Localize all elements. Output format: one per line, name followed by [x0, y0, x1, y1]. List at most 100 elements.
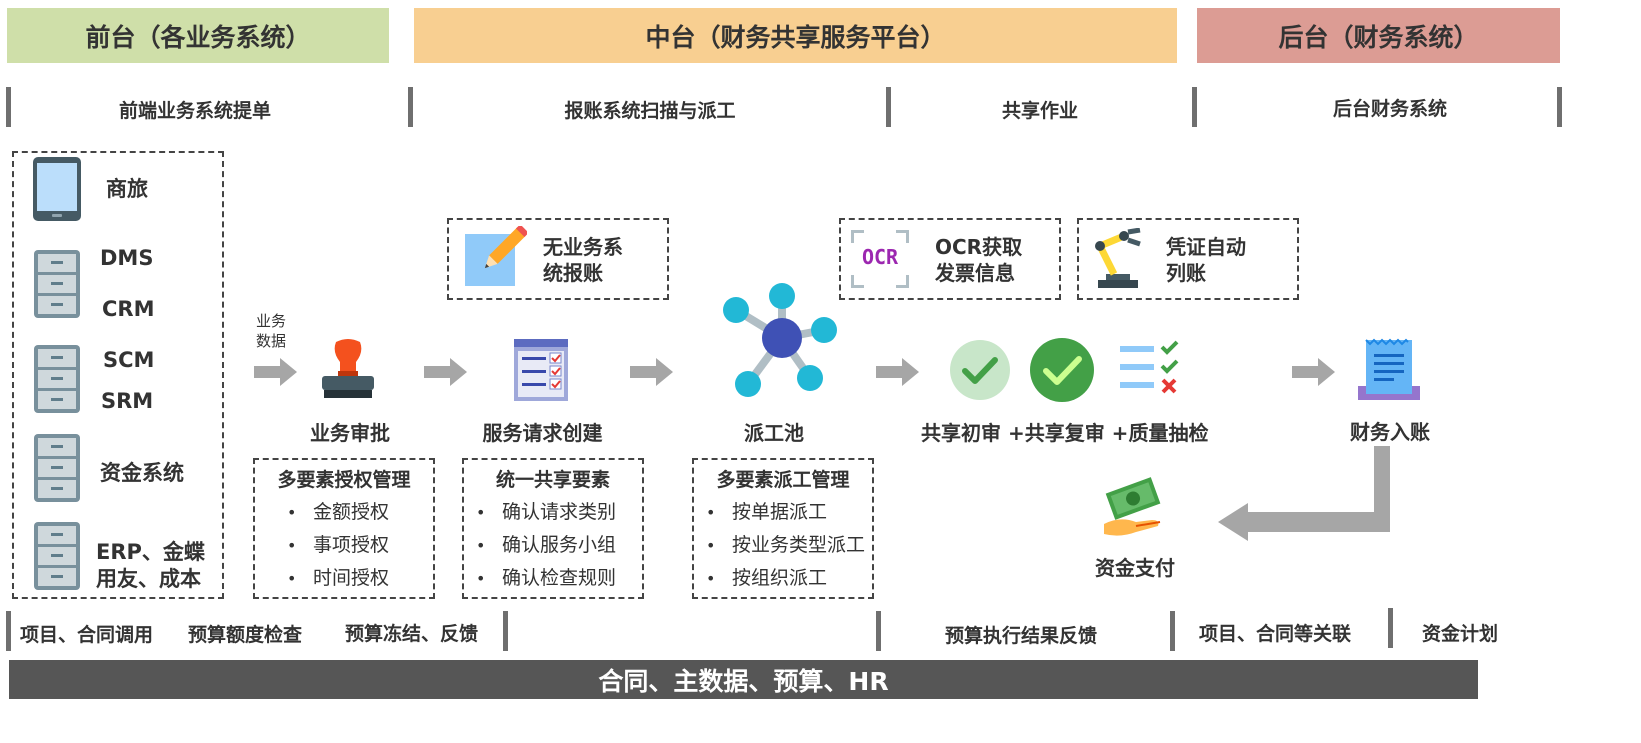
middle-stage-header: 中台（财务共享服务平台） — [414, 8, 1177, 63]
divider — [6, 611, 11, 651]
authorization-group: 多要素授权管理 金额授权 事项授权 时间授权 — [255, 468, 433, 595]
shared-review-label: 共享初审 +共享复审 +质量抽检 — [921, 421, 1209, 445]
server-icon — [34, 434, 80, 502]
project-contract-link: 项目、合同等关联 — [1199, 623, 1352, 645]
divider — [1388, 608, 1393, 648]
ocr-label: OCR获取 发票信息 — [935, 234, 1022, 286]
system-scm: SCM — [103, 348, 155, 372]
ocr-frame — [896, 230, 909, 243]
ocr-frame — [851, 230, 864, 243]
no-system-line1: 无业务系 — [543, 235, 623, 259]
system-crm: CRM — [102, 297, 155, 321]
ocr-badge: OCR — [861, 245, 899, 269]
budget-freeze: 预算冻结、反馈 — [345, 623, 479, 645]
tablet-icon — [33, 157, 81, 221]
system-travel: 商旅 — [106, 177, 148, 201]
network-hub-icon — [723, 283, 837, 397]
list-item: 事项授权 — [287, 529, 433, 562]
list-item: 按单据派工 — [706, 496, 872, 529]
authorization-group-box — [253, 458, 435, 599]
ocr-frame — [896, 275, 909, 288]
server-icon — [34, 522, 80, 590]
robot-arm-icon — [1095, 228, 1141, 288]
funds-plan: 资金计划 — [1422, 623, 1499, 645]
divider — [6, 87, 11, 127]
return-arrow — [1218, 446, 1390, 541]
list-item: 确认请求类别 — [476, 496, 642, 529]
list-item: 按业务类型派工 — [706, 529, 872, 562]
ocr-line1: OCR获取 — [935, 235, 1023, 259]
server-icon — [34, 345, 80, 413]
ocr-frame — [851, 275, 864, 288]
divider — [876, 611, 881, 651]
subheader-scan-dispatch: 报账系统扫描与派工 — [564, 100, 736, 122]
ocr-line2: 发票信息 — [935, 261, 1015, 285]
flow-arrow — [630, 358, 673, 386]
flow-arrow — [424, 358, 467, 386]
divider — [1170, 611, 1175, 651]
divider — [408, 87, 413, 127]
middle-stage-title: 中台（财务共享服务平台） — [645, 22, 946, 52]
voucher-line1: 凭证自动 — [1166, 235, 1246, 259]
divider — [886, 87, 891, 127]
voucher-label: 凭证自动 列账 — [1166, 234, 1246, 286]
dispatch-group-box — [692, 458, 874, 599]
front-stage-title: 前台（各业务系统） — [85, 22, 311, 52]
business-systems-box — [12, 151, 224, 599]
approval-label: 业务审批 — [310, 421, 390, 445]
system-erp-line1: ERP、金蝶 — [96, 540, 205, 564]
divider — [503, 611, 508, 651]
footer-text: 合同、主数据、预算、HR — [598, 666, 889, 696]
system-srm: SRM — [101, 389, 154, 413]
back-stage-title: 后台（财务系统） — [1278, 22, 1479, 52]
dispatch-group: 多要素派工管理 按单据派工 按业务类型派工 按组织派工 — [694, 468, 872, 595]
subheader-front-submit: 前端业务系统提单 — [118, 100, 271, 122]
dispatch-pool-label: 派工池 — [744, 421, 804, 445]
posting-label: 财务入账 — [1350, 420, 1430, 444]
form-checklist-icon — [514, 339, 568, 401]
list-item: 按组织派工 — [706, 562, 872, 595]
pencil-note-icon — [465, 226, 527, 286]
ocr-box — [839, 218, 1061, 300]
business-data-line1: 业务 — [256, 312, 287, 330]
budget-check: 预算额度检查 — [188, 624, 303, 646]
footer-bar: 合同、主数据、预算、HR — [9, 660, 1478, 699]
list-item: 确认服务小组 — [476, 529, 642, 562]
front-stage-header: 前台（各业务系统） — [7, 8, 389, 63]
check-circle-icon — [950, 340, 1010, 400]
stamp-icon — [322, 339, 374, 398]
voucher-line2: 列账 — [1166, 261, 1206, 285]
back-stage-header: 后台（财务系统） — [1197, 8, 1560, 63]
project-contract-call: 项目、合同调用 — [20, 624, 154, 646]
check-circle-icon — [1030, 338, 1094, 402]
subheader-back-finance: 后台财务系统 — [1332, 98, 1447, 120]
group-title: 多要素授权管理 — [277, 469, 411, 491]
divider — [1557, 87, 1562, 127]
request-create-label: 服务请求创建 — [482, 421, 603, 445]
no-system-line2: 统报账 — [543, 261, 603, 285]
flow-arrow — [1292, 358, 1335, 386]
system-dms: DMS — [100, 246, 154, 270]
group-title: 多要素派工管理 — [716, 469, 850, 491]
server-icon — [34, 250, 80, 318]
list-item: 金额授权 — [287, 496, 433, 529]
system-erp-line2: 用友、成本 — [96, 567, 201, 591]
flow-arrow — [254, 358, 297, 386]
shared-elements-group-box — [462, 458, 644, 599]
business-data-line2: 数据 — [256, 332, 287, 350]
list-item: 确认检查规则 — [476, 562, 642, 595]
shared-elements-group: 统一共享要素 确认请求类别 确认服务小组 确认检查规则 — [464, 468, 642, 595]
no-system-label: 无业务系 统报账 — [543, 234, 623, 286]
voucher-box — [1077, 218, 1299, 300]
list-item: 时间授权 — [287, 562, 433, 595]
subheader-shared-work: 共享作业 — [1001, 100, 1078, 122]
receipt-icon — [1358, 338, 1420, 400]
business-data-label: 业务 数据 — [256, 311, 286, 351]
ocr-scan-icon: OCR — [851, 230, 909, 288]
group-title: 统一共享要素 — [495, 469, 610, 491]
quality-checklist-icon — [1120, 340, 1179, 394]
budget-result: 预算执行结果反馈 — [945, 625, 1098, 647]
no-system-reimbursement-box — [447, 218, 669, 300]
money-hand-icon — [1104, 477, 1161, 536]
divider — [1192, 87, 1197, 127]
